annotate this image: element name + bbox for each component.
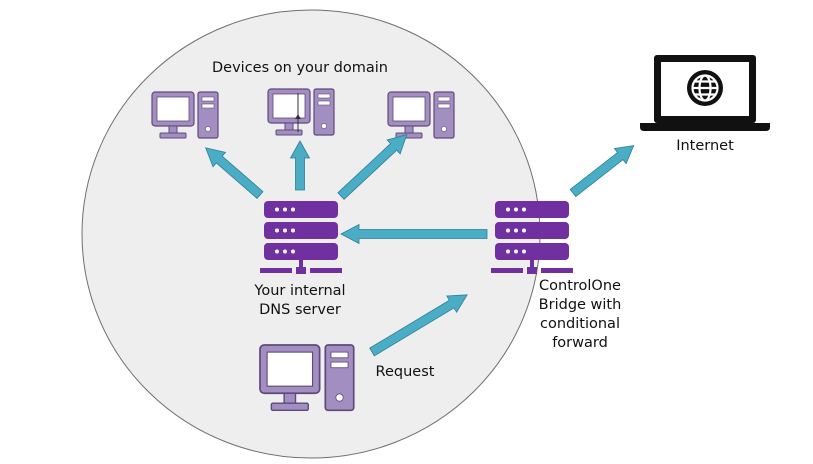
bridge-label-line-4: forward [552,335,608,351]
dns-server-label: Your internal DNS server [240,282,360,320]
arrow-bridge-to-internet [569,145,635,198]
bridge-label-line-1: ControlOne [539,278,621,294]
arrow-dns-to-center-device [289,140,311,191]
dns-server-label-line-2: DNS server [259,302,341,318]
arrow-dns-to-left-device [205,147,264,199]
arrow-request-to-bridge [369,294,468,357]
internet-label: Internet [676,138,734,154]
arrow-dns-to-right-device [337,134,408,200]
domain-label: Devices on your domain [212,60,388,76]
bridge-label-line-3: conditional [540,316,620,332]
laptop-globe-icon [640,55,770,131]
request-label: Request [375,364,435,380]
dns-server-label-line-1: Your internal [254,283,346,299]
domain-device-center [267,88,335,136]
bridge-label-line-2: Bridge with [538,297,622,313]
bridge-label: ControlOne Bridge with conditional forwa… [520,277,640,353]
arrow-bridge-to-dns [340,223,488,245]
